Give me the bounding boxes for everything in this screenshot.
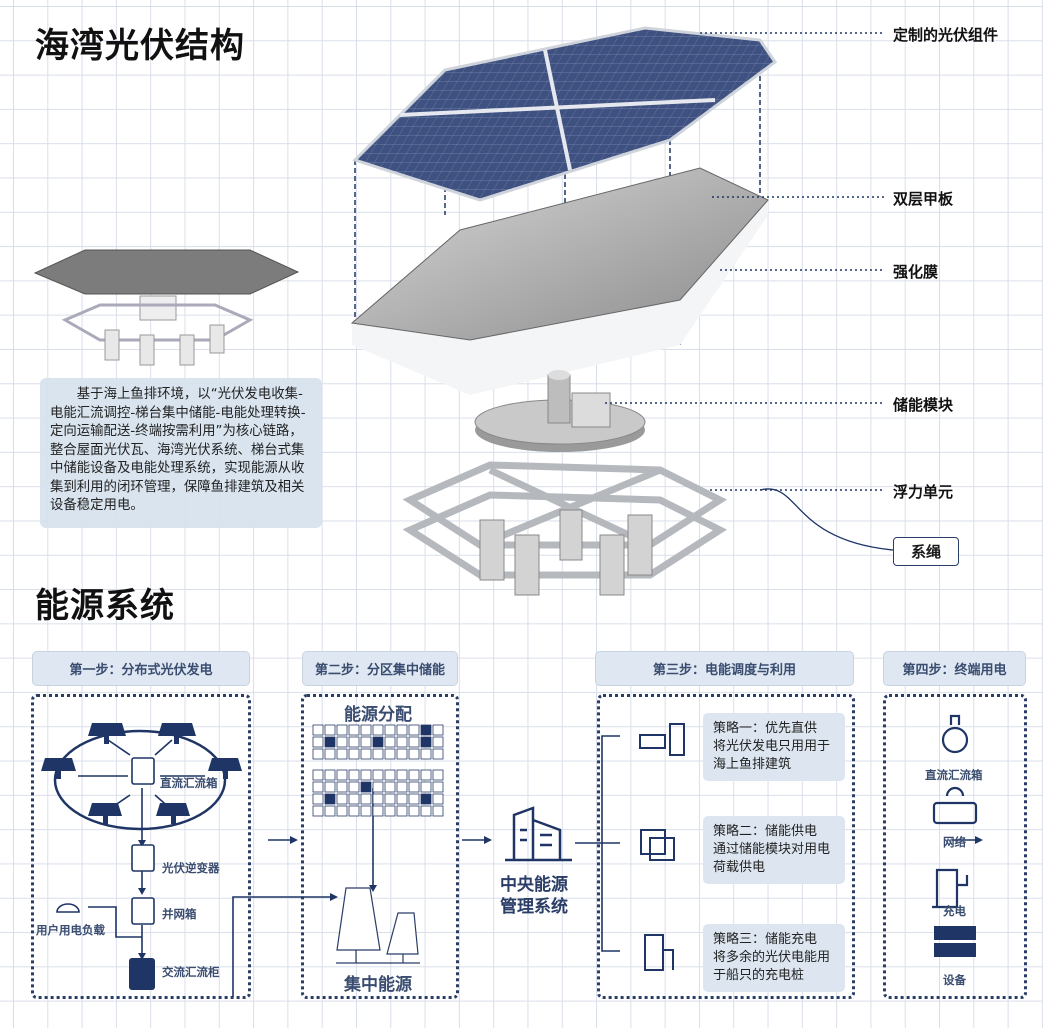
step1-header: 第一步：分布式光伏发电 [32,651,250,686]
strategy-3: 策略三：储能充电将多余的光伏电能用于船只的充电桩 [703,924,845,992]
ac-cabinet-label: 交流汇流柜 [162,965,220,979]
exploded-structure-illustration [33,26,894,596]
server-icon [934,926,976,957]
energy-flow-diagram [41,714,983,997]
central-storage-icon [336,887,420,964]
dc-combiner-label: 直流汇流箱 [160,776,218,790]
small-model-icon [33,249,300,366]
label-film: 强化膜 [893,263,939,281]
deck-plate [350,167,769,341]
endpoint-dc-box-label: 直流汇流箱 [925,768,983,782]
step2-box [301,694,459,999]
strategy-2: 策略二：储能供电通过储能模块对用电荷载供电 [703,816,845,884]
inverter-label: 光伏逆变器 [162,861,220,875]
ac-cabinet-icon [129,958,155,990]
central-energy-label: 集中能源 [344,975,412,995]
endpoint-network-label: 网络 [943,835,966,849]
strategy-title: 策略三：储能充电 [713,932,818,947]
charger-icon [932,868,969,909]
endpoint-charging-label: 充电 [943,904,966,918]
step2-header: 第二步：分区集中储能 [302,651,458,686]
intro-text: 基于海上鱼排环境，以“光伏发电收集-电能汇流调控-梯台集中储能-电能处理转换-定… [40,378,322,528]
label-float: 浮力单元 [893,483,954,501]
router-icon [932,801,978,825]
strategy-1: 策略一：优先直供将光伏发电只用用于海上鱼排建筑 [703,713,845,781]
storage-cylinders-icon [640,829,675,861]
strategy-body: 将多余的光伏电能用于船只的充电桩 [713,950,831,983]
structure-title: 海湾光伏结构 [35,26,245,66]
dc-combiner-icon [131,757,155,785]
step3-header: 第三步：电能调度与利用 [595,651,854,686]
endpoint-equipment-label: 设备 [943,973,966,987]
strategy-title: 策略一：优先直供 [713,721,818,736]
grid-box-label: 并网箱 [162,907,197,921]
distribution-label: 能源分配 [344,705,412,725]
center-line1: 中央能源 [500,875,568,895]
label-deck: 双层甲板 [893,190,954,208]
grid-box-icon [131,897,155,925]
energy-title: 能源系统 [35,586,175,626]
step1-box [31,694,251,999]
label-storage: 储能模块 [893,396,954,414]
step3-box [597,694,855,999]
strategy-title: 策略二：储能供电 [713,824,818,839]
step4-box [883,694,1027,999]
solar-battery-icon [639,723,685,756]
pv-panel-array [352,26,778,202]
solar-panel-icons [41,723,242,824]
label-pv-modules: 定制的光伏组件 [893,26,999,44]
step4-header: 第四步：终端用电 [883,651,1026,686]
strategy-body: 将光伏发电只用用于海上鱼排建筑 [713,739,831,772]
user-load-label: 用户用电负载 [36,923,105,937]
cabinet-charge-icon [644,934,674,971]
center-line2: 管理系统 [500,897,568,917]
label-tether: 系绳 [893,537,959,566]
bulb-icon [941,726,969,754]
central-management-icon [505,806,572,862]
inverter-icon [131,844,155,872]
strategy-body: 通过储能模块对用电荷载供电 [713,842,831,875]
